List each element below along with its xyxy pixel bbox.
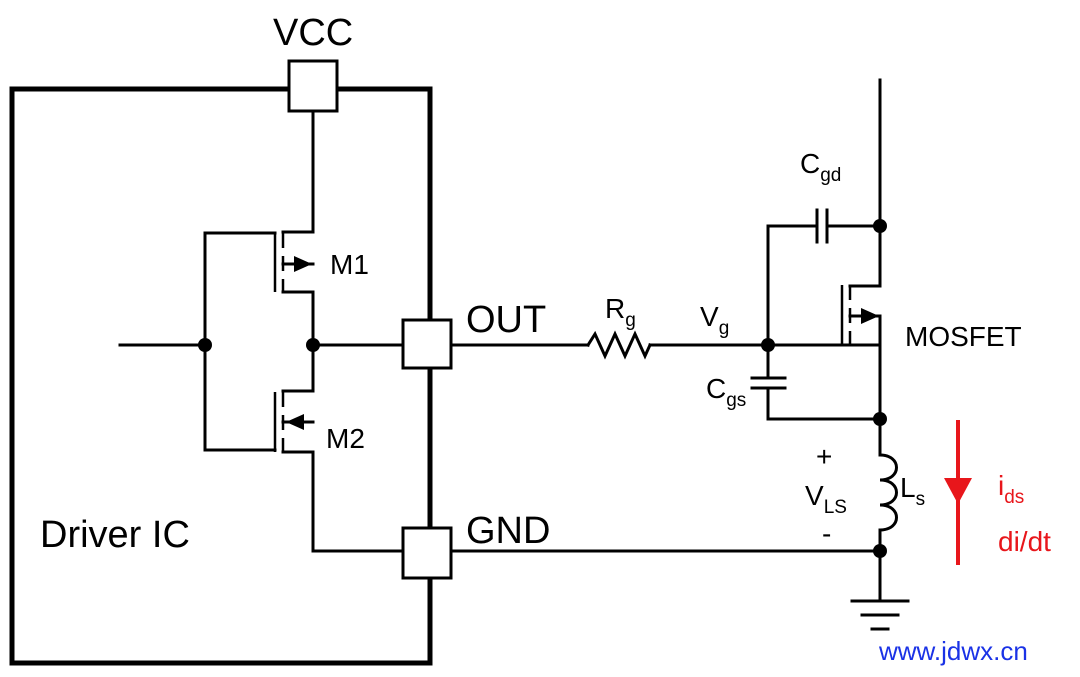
vls-plus-label: + xyxy=(816,441,832,472)
ls-inductor xyxy=(878,453,898,532)
out-pin xyxy=(401,318,453,370)
ground-symbol-icon xyxy=(850,599,910,631)
m1-transistor xyxy=(273,230,315,294)
mid-junction-dot xyxy=(306,338,320,352)
m2-transistor xyxy=(273,389,315,454)
cgs-bottom-wire xyxy=(766,388,882,421)
rg-resistor xyxy=(585,330,652,360)
m1-label: M1 xyxy=(330,249,369,280)
driver-ic-box xyxy=(9,86,433,666)
cgs-label: Cgs xyxy=(706,373,746,411)
current-arrow-icon xyxy=(944,420,972,565)
mosfet-label: MOSFET xyxy=(905,321,1022,352)
watermark-text: www.jdwx.cn xyxy=(878,636,1028,666)
input-junction-dot xyxy=(198,338,212,352)
cgd-left-wire xyxy=(766,224,817,347)
vcc-label: VCC xyxy=(273,12,353,54)
m2-gnd-wire xyxy=(311,450,405,553)
rg-label: Rg xyxy=(605,293,636,331)
m2-label: M2 xyxy=(326,423,365,454)
ids-label: ids xyxy=(998,470,1024,508)
out-label: OUT xyxy=(466,299,546,341)
vcc-pin xyxy=(287,59,339,113)
ls-label: Ls xyxy=(900,472,925,510)
vls-minus-label: - xyxy=(822,518,831,549)
driver-ic-label: Driver IC xyxy=(40,514,190,556)
gnd-label: GND xyxy=(466,510,550,552)
drain-junction-dot xyxy=(873,219,887,233)
gate-loop-wire xyxy=(203,231,277,452)
cgd-label: Cgd xyxy=(800,148,841,186)
gnd-pin xyxy=(401,526,453,580)
didt-label: di/dt xyxy=(998,526,1051,557)
mosfet-transistor xyxy=(840,284,882,347)
source-junction-dot xyxy=(873,412,887,426)
vg-label: Vg xyxy=(700,301,729,339)
vls-label: VLS xyxy=(805,480,847,518)
